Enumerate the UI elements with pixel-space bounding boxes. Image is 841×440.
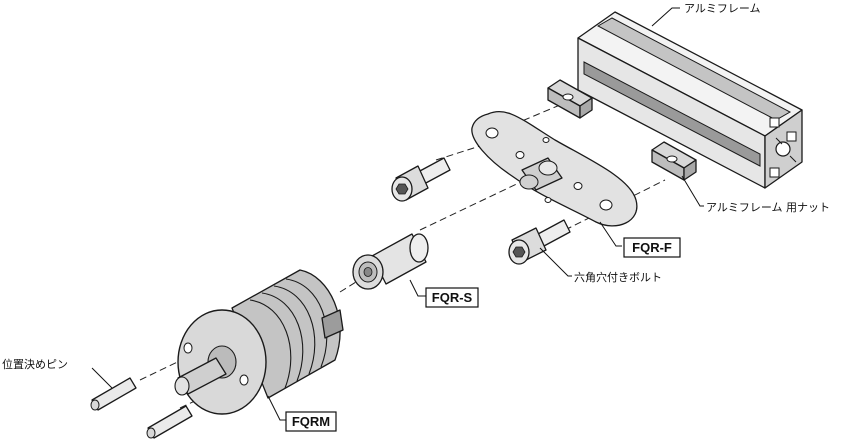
coupling-body	[174, 269, 344, 415]
code-box-shaft: FQR-S	[425, 287, 479, 308]
svg-text:FQR-F: FQR-F	[632, 240, 672, 255]
frame-nut-upper	[547, 79, 593, 119]
shaft-part	[352, 233, 429, 290]
hex-socket-bolt-lower	[508, 219, 571, 265]
label-locating-pin: 位置決めピン	[2, 357, 68, 371]
leader-lines	[91, 7, 704, 421]
frame-nut-lower	[651, 141, 697, 181]
aluminum-frame	[577, 11, 803, 189]
flange-plate	[471, 110, 638, 227]
label-hex-bolt: 六角穴付きボルト	[574, 270, 662, 284]
label-frame-nut: アルミフレーム 用ナット	[706, 201, 830, 214]
locating-pin-upper	[90, 377, 137, 411]
locating-pin-lower	[146, 405, 193, 439]
svg-text:FQR-S: FQR-S	[432, 290, 473, 305]
code-box-flange: FQR-F	[623, 237, 681, 258]
label-aluminum-frame: アルミフレーム	[684, 2, 761, 15]
svg-text:FQRM: FQRM	[292, 414, 330, 429]
hex-socket-bolt-upper	[391, 157, 451, 202]
code-box-coupling: FQRM	[285, 411, 337, 432]
